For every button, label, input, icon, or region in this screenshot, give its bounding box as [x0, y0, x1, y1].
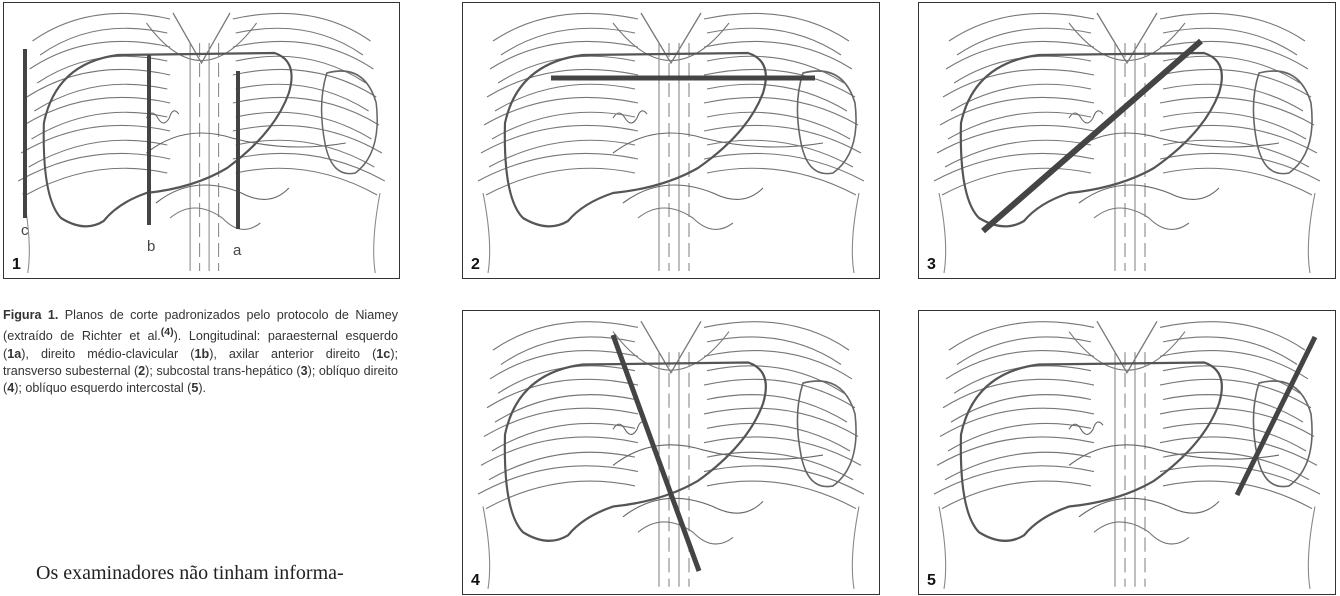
caption-text: ). [198, 381, 206, 395]
figure-panel-1: c b a 1 [3, 2, 400, 279]
caption-plane-ref: 1c [376, 347, 390, 361]
figure-panel-4: 4 [462, 310, 880, 595]
caption-text: ), axilar anterior direito ( [209, 347, 376, 361]
scan-plane-subcostal [919, 3, 1335, 278]
plane-label-b: b [147, 238, 155, 255]
panel-number-3: 3 [927, 256, 936, 274]
caption-text: ); oblíquo esquerdo intercostal ( [14, 381, 191, 395]
caption-plane-ref: 3 [301, 364, 308, 378]
scan-plane-oblique-left [919, 311, 1335, 594]
caption-text: ), direito médio-clavicular ( [21, 347, 194, 361]
scan-planes-longitudinal: c b a [4, 3, 399, 278]
figure-caption: Figura 1. Planos de corte padronizados p… [3, 307, 398, 397]
caption-plane-ref: 1b [194, 347, 209, 361]
plane-label-c: c [21, 222, 29, 239]
figure-panel-5: 5 [918, 310, 1336, 595]
panel-number-2: 2 [471, 256, 480, 274]
caption-text: ); subcostal trans-hepático ( [145, 364, 300, 378]
body-paragraph: Os examinadores não tinham informa- [36, 562, 344, 585]
panel-number-1: 1 [12, 256, 21, 274]
panel-number-5: 5 [927, 572, 936, 590]
plane-label-a: a [233, 242, 242, 259]
caption-plane-ref: 1a [7, 347, 21, 361]
figure-panel-2: 2 [462, 2, 880, 279]
figure-panel-3: 3 [918, 2, 1336, 279]
scan-plane-oblique-right [463, 311, 879, 594]
panel-number-4: 4 [471, 572, 480, 590]
caption-label: Figura 1. [3, 308, 58, 322]
caption-reference: (4) [161, 326, 174, 338]
scan-plane-transverse [463, 3, 879, 278]
